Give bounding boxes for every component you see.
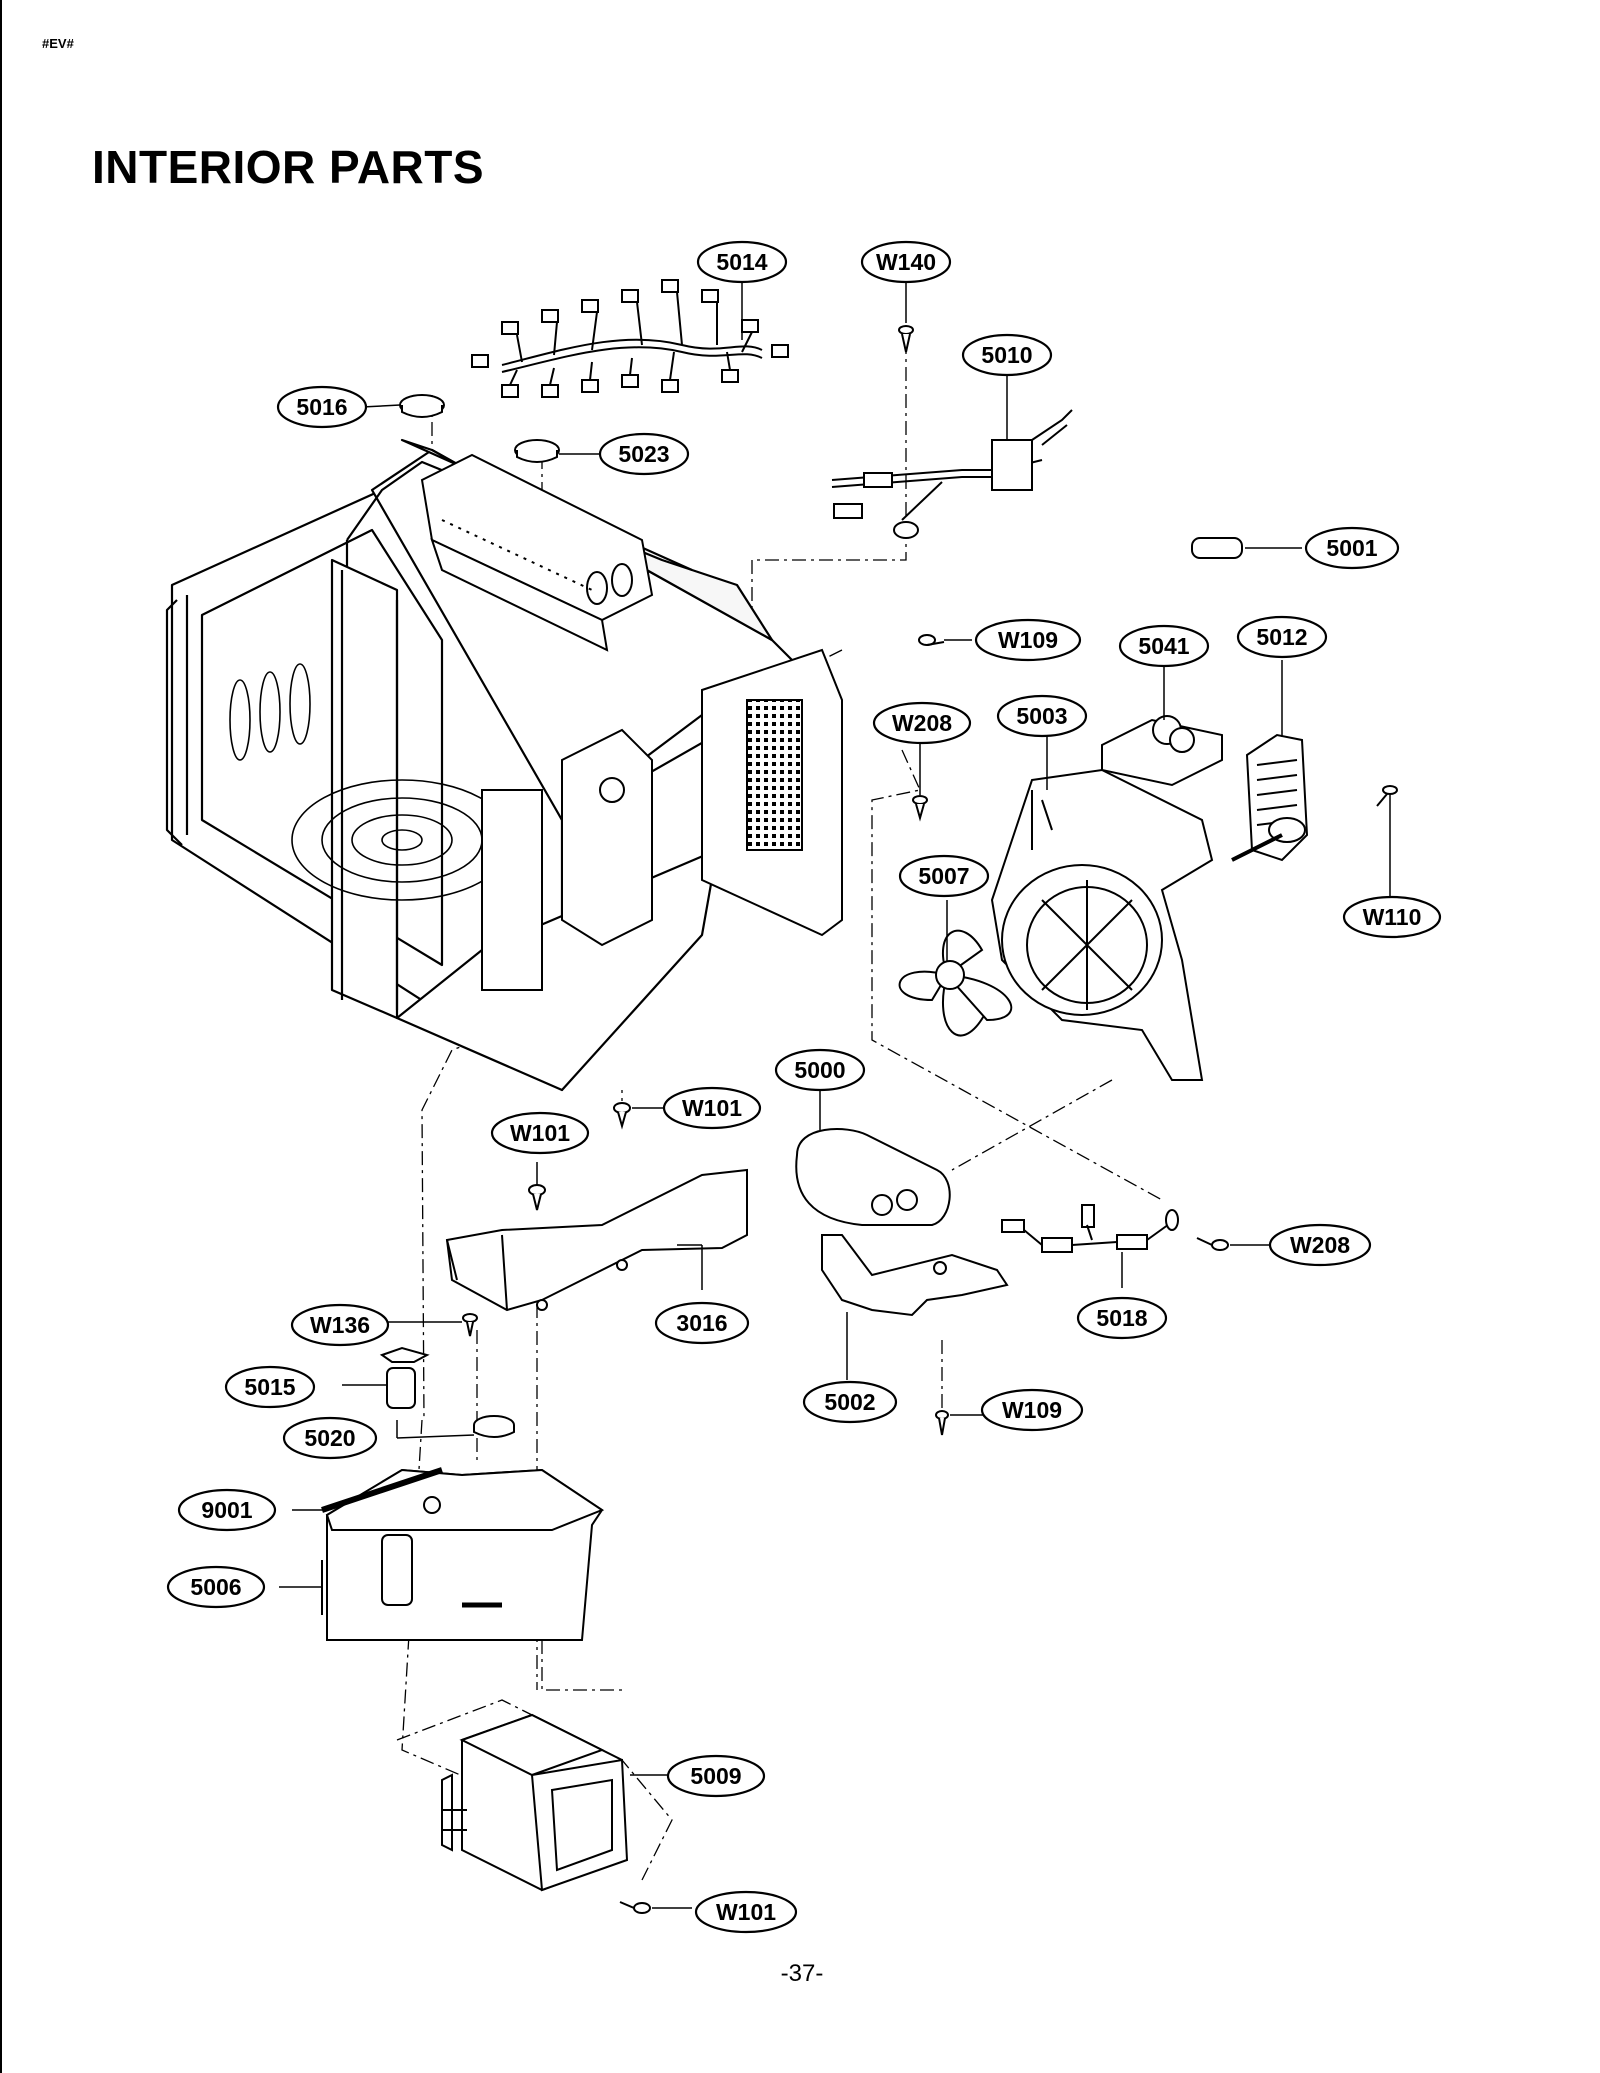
svg-text:5020: 5020: [304, 1425, 355, 1451]
fan-blade-5007: [898, 929, 1013, 1037]
screw-W208-lower: [1196, 1237, 1229, 1251]
svg-text:W101: W101: [510, 1120, 570, 1146]
svg-text:W208: W208: [892, 710, 952, 736]
capacitor-bracket-5002: [821, 1234, 1009, 1317]
fan-motor-5012: [1231, 733, 1309, 862]
svg-text:5009: 5009: [690, 1763, 741, 1789]
callout-5020: 5020: [282, 1416, 378, 1460]
callout-W208-lower: W208: [1268, 1223, 1372, 1267]
callout-5002: 5002: [802, 1380, 898, 1424]
svg-text:5007: 5007: [918, 863, 969, 889]
svg-text:5001: 5001: [1326, 535, 1377, 561]
callout-5015: 5015: [224, 1365, 316, 1409]
screw-W208-upper: [912, 795, 928, 822]
callout-5006: 5006: [166, 1565, 266, 1609]
svg-text:3016: 3016: [676, 1310, 727, 1336]
svg-text:5012: 5012: [1256, 624, 1307, 650]
callout-5023: 5023: [598, 432, 690, 476]
screw-W136: [462, 1313, 478, 1337]
capacitor-5000: [795, 1128, 951, 1226]
callout-5007: 5007: [898, 854, 990, 898]
screw-W101-c: [619, 1901, 651, 1914]
callout-W101-c: W101: [694, 1890, 798, 1934]
callout-W208-upper: W208: [872, 701, 972, 745]
screw-W109-lower: [935, 1410, 949, 1436]
svg-text:5010: 5010: [981, 342, 1032, 368]
screw-W101-a: [613, 1102, 631, 1130]
callout-5016: 5016: [276, 385, 368, 429]
callout-W109-lower: W109: [980, 1388, 1084, 1432]
callout-W109-upper: W109: [974, 618, 1082, 662]
screw-W140: [898, 325, 914, 353]
svg-text:W208: W208: [1290, 1232, 1350, 1258]
svg-text:W136: W136: [310, 1312, 370, 1338]
cavity-top-cover: [420, 453, 654, 652]
callout-5001: 5001: [1304, 526, 1400, 570]
control-bracket-5006: [321, 1467, 605, 1641]
callout-5018: 5018: [1076, 1296, 1168, 1340]
callout-5009: 5009: [666, 1754, 766, 1798]
svg-text:W140: W140: [876, 249, 936, 275]
fan-bracket-5003: [990, 768, 1214, 1081]
svg-text:5014: 5014: [716, 249, 767, 275]
callout-5012: 5012: [1236, 615, 1328, 659]
svg-text:5000: 5000: [794, 1057, 845, 1083]
callout-W136: W136: [290, 1303, 390, 1347]
callout-5014: 5014: [696, 240, 788, 284]
callout-5000: 5000: [774, 1048, 866, 1092]
svg-text:W101: W101: [682, 1095, 742, 1121]
svg-text:W110: W110: [1363, 904, 1422, 930]
svg-text:W109: W109: [998, 627, 1058, 653]
svg-text:5041: 5041: [1138, 633, 1189, 659]
thermostat-5020: [473, 1415, 515, 1438]
screw-W110: [1376, 785, 1398, 807]
page-number: -37-: [780, 1960, 824, 1987]
page-title: INTERIOR PARTS: [92, 141, 485, 193]
lamp-socket-5010: [831, 409, 1073, 539]
callout-3016: 3016: [654, 1301, 750, 1345]
svg-text:5018: 5018: [1096, 1305, 1147, 1331]
svg-text:W109: W109: [1002, 1397, 1062, 1423]
svg-text:5023: 5023: [618, 441, 669, 467]
document-tag: #EV#: [42, 36, 74, 51]
switch-5015: [379, 1346, 430, 1409]
cavity-mount-bracket: [481, 728, 653, 991]
svg-text:5002: 5002: [824, 1389, 875, 1415]
callout-W101-b: W101: [490, 1111, 590, 1155]
callout-5003: 5003: [996, 694, 1088, 738]
cavity-side-panel: [701, 648, 843, 937]
leader-lines: [279, 281, 1391, 1909]
svg-text:5016: 5016: [296, 394, 347, 420]
transformer-5009: [441, 1713, 629, 1892]
fuse-5001: [1191, 537, 1243, 559]
callout-W140: W140: [860, 240, 952, 284]
thermostat-5016: [399, 394, 445, 418]
svg-text:W101: W101: [716, 1899, 776, 1925]
callout-9001: 9001: [177, 1488, 277, 1532]
noise-filter-5041: [1101, 715, 1223, 787]
screw-W109-upper: [918, 634, 945, 646]
svg-text:5006: 5006: [190, 1574, 241, 1600]
svg-text:5015: 5015: [244, 1374, 295, 1400]
svg-text:5003: 5003: [1016, 703, 1067, 729]
fuse-harness-5018: [1001, 1204, 1179, 1253]
callout-labels: 5014 W140 5010 5016 5023 5001 W109 5041 …: [166, 240, 1442, 1934]
wire-harness-5014: [471, 279, 789, 398]
thermostat-5023: [514, 439, 560, 463]
screw-W101-b: [528, 1184, 546, 1211]
bracket-3016: [445, 1168, 748, 1312]
callout-5010: 5010: [961, 333, 1053, 377]
callout-5041: 5041: [1118, 624, 1210, 668]
svg-text:9001: 9001: [201, 1497, 252, 1523]
callout-W101-a: W101: [662, 1086, 762, 1130]
callout-W110: W110: [1342, 895, 1442, 939]
